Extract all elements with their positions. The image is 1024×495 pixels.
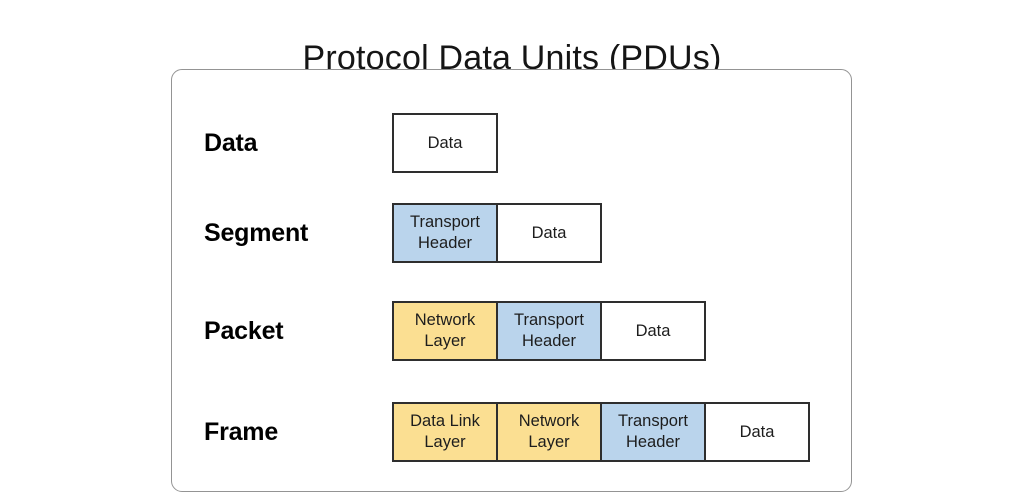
pdu-row: Frame Data Link Layer Network Layer Tran… <box>172 402 853 462</box>
pdu-box-text: Data <box>427 133 463 152</box>
pdu-box-transport-header: Transport Header <box>600 402 706 462</box>
pdu-box-text: Data <box>635 321 671 340</box>
pdu-box-text: Data <box>739 422 775 441</box>
pdu-box-group: Data <box>392 113 498 173</box>
pdu-row: Packet Network Layer Transport Header Da… <box>172 301 853 361</box>
pdu-row-label: Frame <box>204 418 279 446</box>
pdu-row: Data Data <box>172 113 853 173</box>
pdu-box-group: Transport Header Data <box>392 203 602 263</box>
pdu-box-text: Data <box>531 223 567 242</box>
pdu-box-text: Transport Header <box>618 412 688 451</box>
pdu-diagram-panel: Data Data Segment Transport Header Data … <box>171 69 852 492</box>
pdu-box-text: Transport Header <box>514 311 584 350</box>
pdu-box-network-layer: Network Layer <box>496 402 602 462</box>
pdu-box-data: Data <box>600 301 706 361</box>
pdu-box-group: Data Link Layer Network Layer Transport … <box>392 402 810 462</box>
pdu-row: Segment Transport Header Data <box>172 203 853 263</box>
pdu-box-text: Transport Header <box>410 213 480 252</box>
pdu-box-text: Network Layer <box>518 412 580 451</box>
pdu-box-text: Network Layer <box>414 311 476 350</box>
pdu-row-label: Packet <box>204 317 284 345</box>
pdu-box-text: Data Link Layer <box>410 412 480 451</box>
pdu-box-data: Data <box>704 402 810 462</box>
pdu-box-transport-header: Transport Header <box>496 301 602 361</box>
pdu-box-network-layer: Network Layer <box>392 301 498 361</box>
pdu-box-data-link-layer: Data Link Layer <box>392 402 498 462</box>
pdu-box-data: Data <box>496 203 602 263</box>
pdu-box-transport-header: Transport Header <box>392 203 498 263</box>
pdu-row-label: Data <box>204 129 258 157</box>
pdu-row-label: Segment <box>204 219 309 247</box>
pdu-box-group: Network Layer Transport Header Data <box>392 301 706 361</box>
pdu-box-data: Data <box>392 113 498 173</box>
